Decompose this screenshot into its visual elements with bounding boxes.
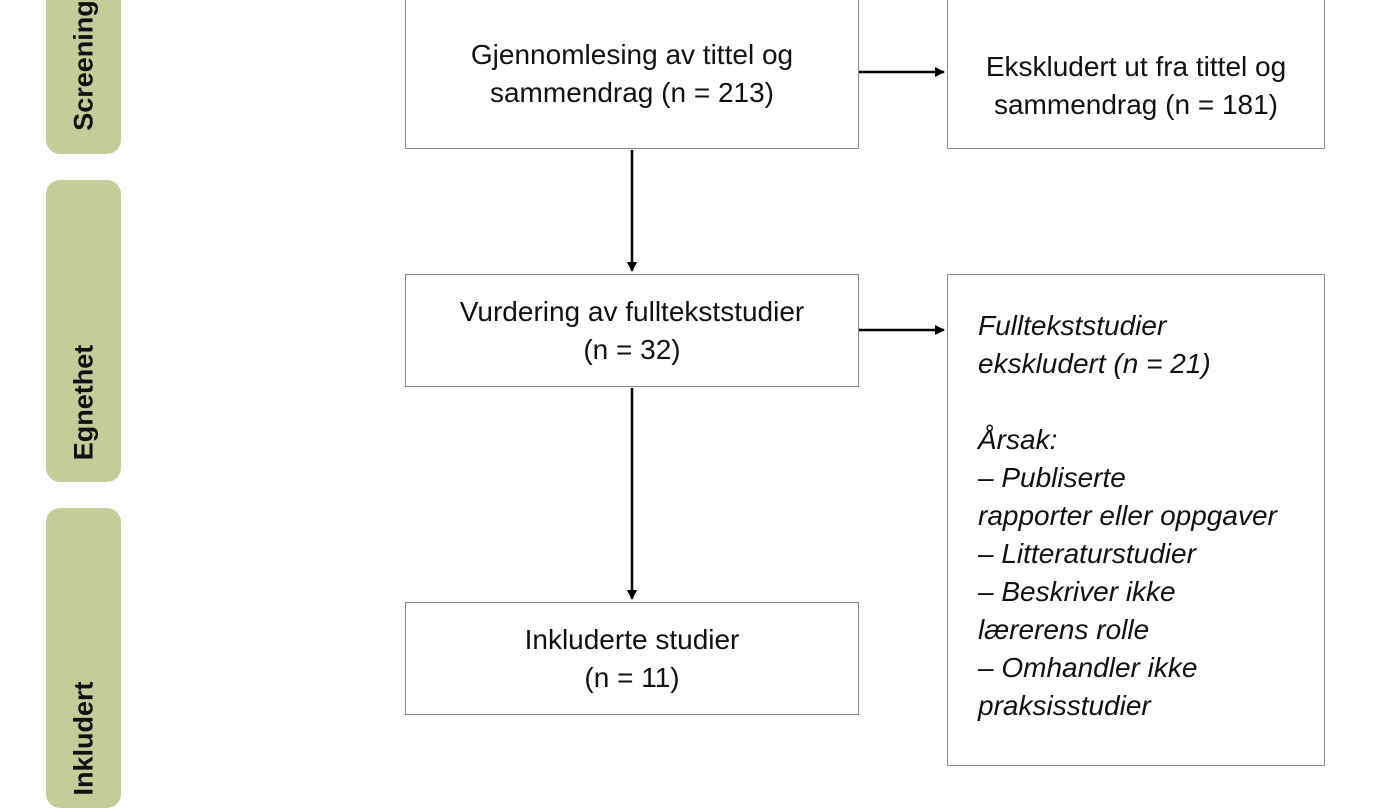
reason-line: lærerens rolle xyxy=(978,614,1150,645)
screening-box-line2: sammendrag (n = 213) xyxy=(489,76,775,108)
screening-excluded-line1: Ekskludert ut fra tittel og xyxy=(985,50,1287,82)
screening-excluded-line2: sammendrag (n = 181) xyxy=(993,88,1279,120)
stage-label-eligibility: Egnethet xyxy=(68,344,98,461)
stage-tab-included: Inkludert xyxy=(46,508,121,808)
fulltext-excluded-line1: Fulltekststudier xyxy=(978,310,1167,341)
reason-line: praksisstudier xyxy=(978,690,1151,721)
stage-label-screening: Screening xyxy=(68,0,98,131)
fulltext-excluded-line2: ekskludert (n = 21) xyxy=(978,348,1211,379)
fulltext-box: Vurdering av fulltekststudier (n = 32) xyxy=(405,274,859,387)
fulltext-box-line1: Vurdering av fulltekststudier xyxy=(459,295,805,327)
stage-label-included: Inkludert xyxy=(68,681,98,796)
stage-tab-screening: Screening xyxy=(46,0,121,154)
reason-line: – Beskriver ikke xyxy=(978,576,1176,607)
included-box-line1: Inkluderte studier xyxy=(524,623,740,655)
screening-box-line1: Gjennomlesing av tittel og xyxy=(470,38,794,70)
included-box: Inkluderte studier (n = 11) xyxy=(405,602,859,715)
reason-heading: Årsak: xyxy=(978,424,1058,455)
reason-line: – Publiserte xyxy=(978,462,1126,493)
stage-tab-eligibility: Egnethet xyxy=(46,180,121,482)
reason-line: – Omhandler ikke xyxy=(978,652,1198,683)
fulltext-excluded-box: Fulltekststudier ekskludert (n = 21) Års… xyxy=(947,274,1325,766)
included-box-line2: (n = 11) xyxy=(584,661,680,693)
screening-excluded-box: Ekskludert ut fra tittel og sammendrag (… xyxy=(947,0,1325,149)
screening-box: Gjennomlesing av tittel og sammendrag (n… xyxy=(405,0,859,149)
fulltext-box-line2: (n = 32) xyxy=(583,333,681,365)
reason-line: rapporter eller oppgaver xyxy=(978,500,1277,531)
spacer xyxy=(978,383,1277,421)
reason-line: – Litteraturstudier xyxy=(978,538,1196,569)
